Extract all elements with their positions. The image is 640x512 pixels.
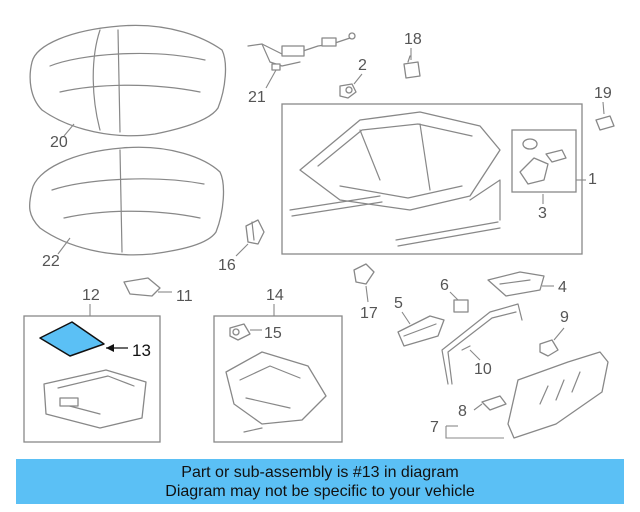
- callout-1: 1: [588, 171, 597, 188]
- part-14-under-tray[interactable]: [225, 351, 327, 433]
- callout-3: 3: [538, 205, 547, 222]
- callout-5: 5: [394, 295, 403, 312]
- part-12-box: [23, 315, 161, 443]
- callout-11: 11: [176, 288, 193, 305]
- part-20-cushion-pad[interactable]: [29, 24, 227, 137]
- part-13-mat[interactable]: [39, 321, 105, 357]
- part-15-bulb[interactable]: [229, 323, 251, 341]
- callout-20: 20: [50, 134, 68, 151]
- banner-line-2: Diagram may not be specific to your vehi…: [165, 482, 475, 500]
- part-9-knob[interactable]: [539, 339, 559, 357]
- callout-8: 8: [458, 403, 467, 420]
- part-2-clip[interactable]: [339, 83, 357, 99]
- part-12-storage-tray[interactable]: [43, 369, 147, 429]
- part-3-box: [511, 129, 577, 193]
- callout-12: 12: [82, 287, 100, 304]
- callout-6: 6: [440, 277, 449, 294]
- callout-17: 17: [360, 305, 378, 322]
- parts-diagram: 20 21 2 18 19 22: [23, 24, 615, 443]
- part-7-side-shield[interactable]: [507, 351, 609, 439]
- callout-21: 21: [248, 89, 266, 106]
- part-3-motor[interactable]: [519, 138, 567, 185]
- callout-15: 15: [264, 325, 282, 342]
- callout-16: 16: [218, 257, 236, 274]
- callout-9: 9: [560, 309, 569, 326]
- part-18-bracket[interactable]: [403, 55, 421, 79]
- part-16-bracket[interactable]: [245, 219, 265, 245]
- part-19-cap[interactable]: [595, 115, 615, 131]
- callout-18: 18: [404, 31, 422, 48]
- info-banner: Part or sub-assembly is #13 in diagram D…: [16, 459, 624, 504]
- part-6-clip[interactable]: [453, 299, 469, 313]
- callout-19: 19: [594, 85, 612, 102]
- callout-10: 10: [474, 361, 492, 378]
- part-22-cushion-frame[interactable]: [28, 146, 225, 256]
- callout-4: 4: [558, 279, 567, 296]
- part-14-box: [213, 315, 343, 443]
- part-4-hinge-cover[interactable]: [487, 271, 545, 297]
- callout-22: 22: [42, 253, 60, 270]
- callout-14: 14: [266, 287, 284, 304]
- callout-7: 7: [430, 419, 439, 436]
- callout-13: 13: [132, 341, 151, 360]
- part-1-seat-frame[interactable]: [289, 111, 501, 247]
- callout-2: 2: [358, 57, 367, 74]
- part-5-trim[interactable]: [397, 315, 445, 347]
- part-21-wire-harness[interactable]: [247, 32, 356, 71]
- part-1-box: [281, 103, 583, 255]
- part-10-wire-frame[interactable]: [441, 303, 523, 385]
- part-11-cover[interactable]: [123, 277, 161, 297]
- part-17-bracket[interactable]: [353, 263, 375, 285]
- banner-line-1: Part or sub-assembly is #13 in diagram: [181, 463, 459, 481]
- part-8-cap[interactable]: [481, 395, 507, 411]
